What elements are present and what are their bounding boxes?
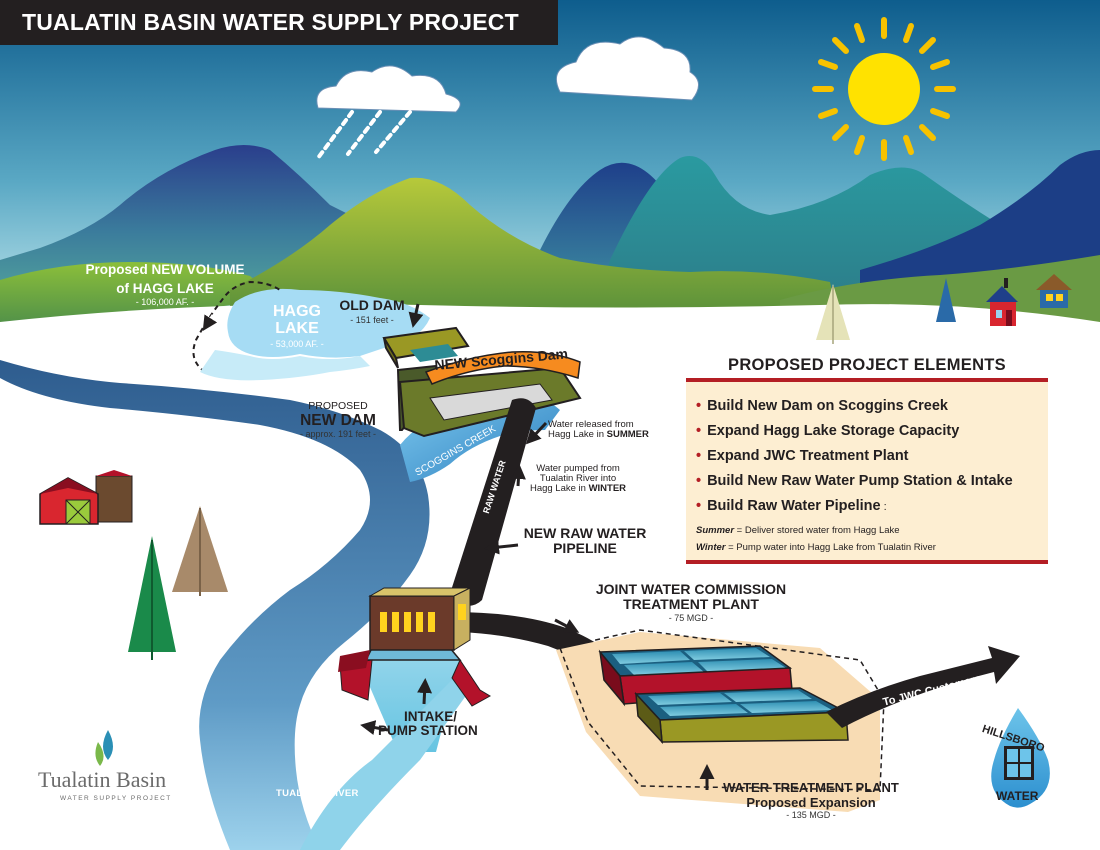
raw-water-pipeline <box>448 398 536 606</box>
house-red-icon <box>986 278 1018 326</box>
tualatin-river <box>0 360 430 850</box>
cloud <box>556 36 699 101</box>
rain-cloud <box>316 65 461 113</box>
tualatin-river-upper-label: TUALATIN RIVER <box>158 436 241 447</box>
winter-note: Winter = Pump water into Hagg Lake from … <box>696 542 1048 559</box>
summer-note-text: = Deliver stored water from Hagg Lake <box>734 525 900 536</box>
wtp-expansion-label: WATER TREATMENT PLANT Proposed Expansion… <box>700 781 922 821</box>
element-item-text: Build New Raw Water Pump Station & Intak… <box>707 473 1013 489</box>
element-item: •Expand JWC Treatment Plant <box>696 448 909 464</box>
element-item-text: Expand Hagg Lake Storage Capacity <box>707 423 960 439</box>
lake-lower-glow <box>200 350 370 381</box>
intake-line1: INTAKE/ <box>404 709 457 724</box>
summer-release-label: Water released from Hagg Lake in SUMMER <box>548 420 649 440</box>
winter-note-term: Winter <box>696 542 726 553</box>
element-item: •Build Raw Water Pipeline : <box>696 498 887 514</box>
element-item: •Build New Dam on Scoggins Creek <box>696 398 948 414</box>
new-volume-line2: of HAGG LAKE <box>116 281 214 297</box>
tualatin-river-lower-label: TUALATIN RIVER <box>276 788 359 799</box>
jwc-capacity: - 75 MGD - <box>668 613 714 624</box>
winter-note-text: = Pump water into Hagg Lake from Tualati… <box>725 542 936 553</box>
pipeline-to-plant <box>452 612 618 676</box>
hagg-lake-line1: HAGG <box>273 303 321 320</box>
hill-center <box>230 177 840 330</box>
project-elements-panel: •Build New Dam on Scoggins Creek •Expand… <box>686 378 1048 564</box>
element-item-suffix: : <box>880 501 887 513</box>
tree-pale <box>816 284 850 344</box>
summer-line2-prefix: Hagg Lake in <box>548 428 607 440</box>
customers-arrow <box>826 646 1020 728</box>
intake-line2: PUMP STATION <box>378 723 478 739</box>
page-title: TUALATIN BASIN WATER SUPPLY PROJECT <box>0 0 558 45</box>
winter-line3-prefix: Hagg Lake in <box>529 482 589 494</box>
new-dam-text: NEW DAM <box>300 412 376 430</box>
hill-left <box>0 262 280 330</box>
element-item-text: Build Raw Water Pipeline <box>707 498 881 514</box>
wtp-line2: Proposed Expansion <box>746 794 876 810</box>
new-volume-value: - 106,000 AF. - <box>135 297 195 308</box>
hillsboro-logo-bottom: WATER <box>996 789 1039 803</box>
old-dam <box>382 326 470 369</box>
element-item-text: Expand JWC Treatment Plant <box>707 448 909 464</box>
hagg-lake-line2: LAKE <box>275 319 319 337</box>
intake-pump-label: INTAKE/ PUMP STATION <box>378 709 478 739</box>
sun-icon <box>812 17 956 161</box>
wtp-line1: WATER TREATMENT PLANT <box>723 780 899 795</box>
summer-note: Summer = Deliver stored water from Hagg … <box>696 525 1048 542</box>
hagg-lake-value: - 53,000 AF. - <box>270 338 324 349</box>
winter-line1: Water pumped from <box>536 463 620 474</box>
new-volume-label: Proposed NEW VOLUME of HAGG LAKE - 106,0… <box>80 262 250 308</box>
jwc-treatment-plant <box>598 645 793 707</box>
house-blue-icon <box>1036 274 1072 308</box>
wtp-capacity: - 135 MGD - <box>786 810 836 821</box>
old-dam-label: OLD DAM - 151 feet - <box>332 298 412 325</box>
winter-keyword: WINTER <box>588 482 627 494</box>
pipeline-line1: NEW RAW WATER <box>523 525 647 541</box>
expansion-outline <box>558 629 885 791</box>
new-dam-label: PROPOSED NEW DAM - approx. 191 feet - <box>292 400 384 440</box>
tree-green-tall <box>128 536 176 660</box>
old-dam-height: - 151 feet - <box>350 314 394 325</box>
rain-lines <box>316 110 412 160</box>
hagg-lake <box>227 288 430 358</box>
summer-note-term: Summer <box>696 525 735 536</box>
pipeline-line2: PIPELINE <box>553 539 617 556</box>
winter-line2: Tualatin River into <box>539 472 617 484</box>
new-dam-height: - approx. 191 feet - <box>299 429 377 440</box>
expansion-plant <box>634 687 849 745</box>
tualatin-basin-logo-icon <box>95 730 113 766</box>
jwc-line2: TREATMENT PLANT <box>623 595 759 612</box>
jwc-plant-label: JOINT WATER COMMISSION TREATMENT PLANT -… <box>566 582 816 624</box>
hillsboro-water-logo-icon <box>991 708 1050 808</box>
old-dam-text: OLD DAM <box>339 297 405 313</box>
element-item: •Expand Hagg Lake Storage Capacity <box>696 423 960 439</box>
panel-heading: PROPOSED PROJECT ELEMENTS <box>728 356 1006 374</box>
new-pipeline-label: NEW RAW WATER PIPELINE <box>512 526 658 555</box>
hagg-lake-label: HAGG LAKE - 53,000 AF. - <box>262 303 332 349</box>
proposed-lake-outline <box>192 280 281 373</box>
tree-blue <box>936 278 956 322</box>
new-volume-line1: Proposed NEW VOLUME <box>85 262 245 277</box>
mountain-left <box>0 145 390 290</box>
new-dam <box>396 350 582 438</box>
tualatin-basin-logo-name: Tualatin Basin <box>38 767 167 792</box>
element-item: •Build New Raw Water Pump Station & Inta… <box>696 473 1013 489</box>
summer-line1: Water released from <box>548 419 634 430</box>
tree-brown <box>172 506 228 596</box>
proposed-text: PROPOSED <box>308 400 368 412</box>
mountain-far-right <box>860 150 1100 300</box>
winter-pump-label: Water pumped from Tualatin River into Ha… <box>526 464 630 494</box>
element-item-text: Build New Dam on Scoggins Creek <box>707 398 948 414</box>
tualatin-basin-logo-tagline: WATER SUPPLY PROJECT <box>60 795 172 802</box>
summer-keyword: SUMMER <box>606 428 649 440</box>
jwc-line1: JOINT WATER COMMISSION <box>595 581 787 597</box>
intake-pump-station <box>300 587 491 850</box>
barn-icon <box>39 470 133 525</box>
